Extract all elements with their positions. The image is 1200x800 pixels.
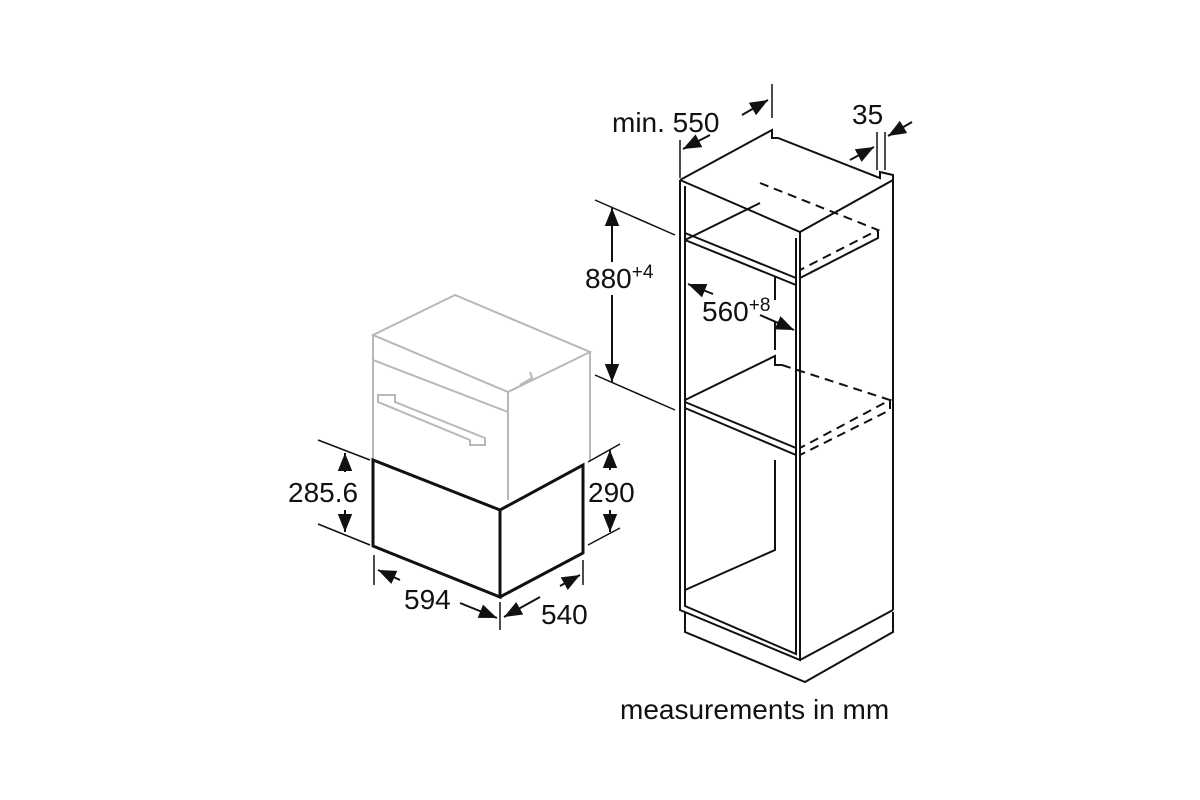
- cabinet-dimensions: min. 550 35 880+4 560+8: [585, 84, 913, 411]
- drawer-width-label: 594: [404, 584, 451, 615]
- drawer-dimensions: 285.6 290 594 540: [288, 439, 635, 630]
- units-note: measurements in mm: [620, 694, 889, 725]
- niche-width-label: 560+8: [702, 295, 770, 327]
- drawer-height-label: 290: [588, 477, 635, 508]
- gap-label: 35: [852, 99, 883, 130]
- cabinet-depth-label: min. 550: [612, 107, 719, 138]
- drawer-depth-label: 540: [541, 599, 588, 630]
- warming-drawer: [371, 457, 585, 600]
- drawer-front-height-label: 285.6: [288, 477, 358, 508]
- niche-height-label: 880+4: [585, 262, 654, 294]
- tall-cabinet: [679, 128, 894, 684]
- oven-outline: [370, 293, 593, 500]
